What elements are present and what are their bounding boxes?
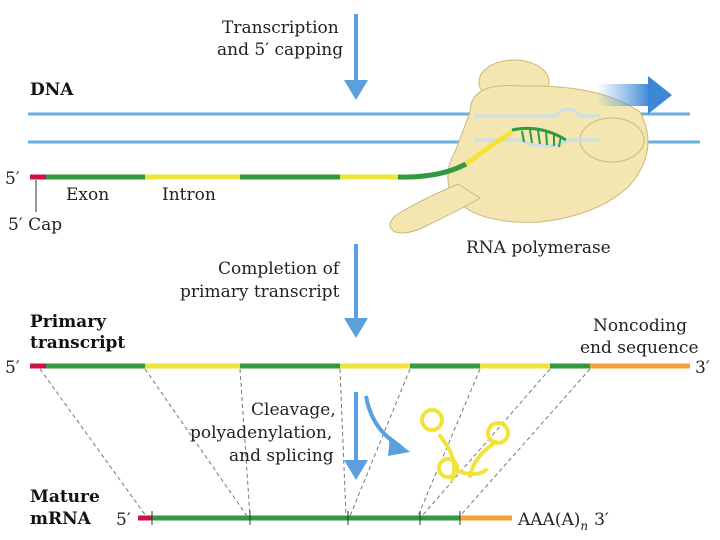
step2-label-line2: primary transcript (180, 282, 340, 302)
poly-a-tail-label: AAA(A)n 3′ (517, 510, 609, 533)
step3-label-line1: Cleavage, (251, 400, 336, 420)
nascent-transcript (30, 129, 514, 212)
poly-a-text: AAA(A) (517, 510, 580, 530)
mature-mrna-label-line2: mRNA (30, 509, 92, 529)
transcription-direction-bar (596, 84, 650, 106)
three-prime-label-mature: 3′ (594, 510, 609, 530)
rna-polymerase-label: RNA polymerase (466, 238, 611, 258)
transcription-direction-arrowhead (648, 76, 672, 114)
five-prime-label-primary: 5′ (5, 358, 20, 378)
exon-label: Exon (66, 185, 109, 205)
cap-label: 5′ Cap (8, 215, 62, 235)
mature-mrna-label-line1: Mature (30, 487, 100, 507)
primary-transcript-label-line2: transcript (30, 333, 125, 353)
dna-label: DNA (30, 80, 74, 100)
step1-label-line1: Transcription (222, 18, 339, 38)
five-prime-label-nascent: 5′ (5, 169, 20, 189)
step1-label-line2: and 5′ capping (217, 40, 343, 60)
step2-label-line1: Completion of (218, 259, 341, 279)
intron-label: Intron (162, 185, 216, 205)
noncoding-label-line1: Noncoding (593, 316, 687, 336)
five-prime-label-mature: 5′ (116, 510, 131, 530)
step3-label-line2: polyadenylation, (190, 423, 332, 443)
three-prime-label-primary: 3′ (695, 358, 710, 378)
noncoding-label-line2: end sequence (580, 338, 699, 358)
intron-lariats (420, 408, 510, 482)
primary-transcript-label-line1: Primary (30, 312, 107, 332)
rna-polymerase (389, 59, 672, 234)
step3-label-line3: and splicing (229, 446, 334, 466)
poly-a-subscript: n (580, 519, 588, 533)
mature-mrna-strand (138, 511, 512, 525)
process-arrows (344, 14, 410, 480)
splicing-guide-lines (39, 368, 591, 517)
